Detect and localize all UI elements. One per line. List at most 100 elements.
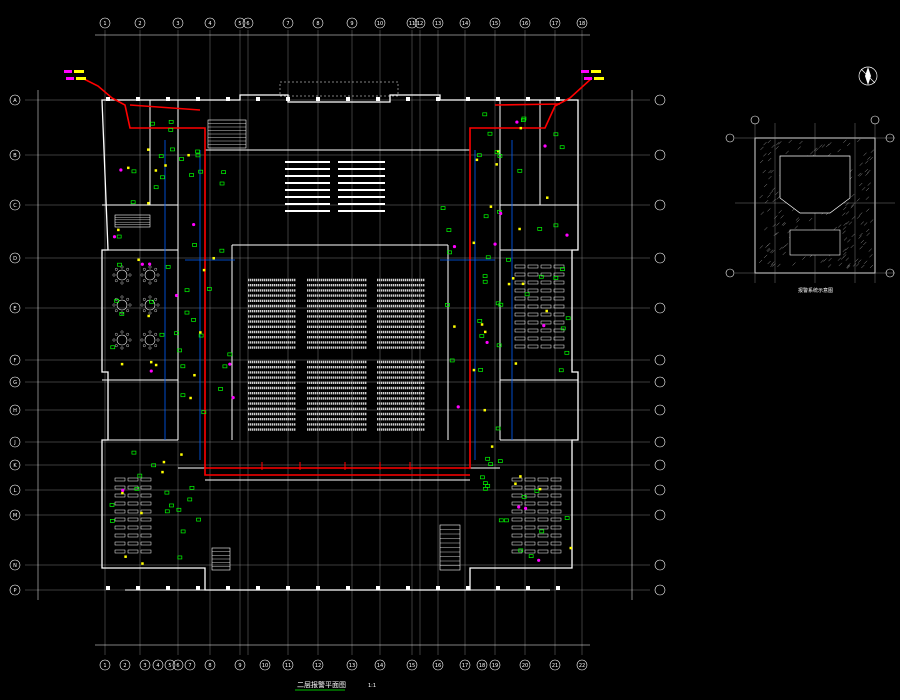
column — [166, 97, 170, 101]
grid-bubble-bottom — [432, 659, 444, 671]
classroom-furniture — [112, 264, 565, 554]
inset-hatch — [797, 146, 801, 150]
inset-hatch — [843, 251, 847, 256]
chair — [142, 279, 146, 283]
inset-hatch — [866, 208, 870, 212]
grid-bubble-bottom-label: 14 — [377, 663, 383, 669]
manual-call-point-icon — [493, 242, 497, 246]
desk-east-lab — [511, 477, 523, 482]
smoke-detector-icon — [440, 206, 446, 210]
desk-east-classroom — [514, 288, 526, 293]
inset-hatch — [851, 203, 855, 207]
grid-bubble-left-label: D — [13, 256, 17, 262]
manual-call-point-icon — [543, 144, 547, 148]
smoke-detector-icon — [517, 168, 523, 173]
desk-east-lab — [537, 533, 549, 538]
alarm-tag-marker — [147, 201, 150, 205]
grid-bubble-bottom — [204, 659, 216, 671]
grid-bubble-right — [654, 459, 666, 471]
grid-bubble-right — [654, 484, 666, 496]
smoke-detector-icon — [487, 131, 493, 136]
smoke-detector-icon — [184, 288, 190, 293]
inset-hatch — [771, 261, 775, 265]
inset-hatch — [772, 198, 776, 203]
smoke-detector-icon — [168, 128, 174, 132]
grid-bubble-bottom — [374, 659, 386, 671]
desk-west-lab — [127, 477, 139, 482]
column — [406, 97, 410, 101]
alarm-tag-marker — [193, 373, 196, 377]
fire-pipe-run — [129, 104, 201, 111]
desk-east-lab — [550, 549, 562, 554]
inset-hatch — [847, 263, 851, 267]
desk-east-lab — [537, 501, 549, 506]
chair — [120, 295, 124, 299]
grid-bubble-left — [9, 149, 21, 161]
alarm-tag-marker — [127, 166, 130, 170]
grid-bubble-top — [519, 17, 531, 29]
desk-east-lab — [550, 525, 562, 530]
desk-east-lab — [511, 509, 523, 514]
smoke-detector-icon — [159, 332, 165, 337]
desk-east-classroom — [527, 304, 539, 309]
column — [346, 586, 350, 590]
smoke-detector-icon — [151, 463, 156, 468]
smoke-detector-icon — [482, 279, 488, 284]
grid-bubble-bottom — [139, 659, 151, 671]
smoke-detector-icon — [564, 516, 570, 520]
alarm-tag-marker — [538, 487, 542, 491]
smoke-detector-icon — [116, 234, 122, 239]
chair — [140, 338, 144, 342]
inset-hatch — [857, 138, 861, 143]
alarm-tag-marker — [507, 282, 511, 286]
grid-bubble-bottom — [489, 659, 501, 671]
grid-bubble-left-label: F — [14, 358, 17, 364]
smoke-detector-icon — [189, 485, 195, 490]
smoke-detector-icon — [221, 170, 226, 175]
smoke-detector-icon — [553, 223, 559, 228]
smoke-detector-icon — [488, 462, 494, 467]
grid-bubble-top-label: 13 — [435, 21, 441, 27]
chair — [126, 309, 130, 313]
inset-hatch — [847, 239, 851, 243]
inset-hatch — [760, 211, 764, 215]
inset-hatch — [866, 228, 870, 233]
desk-east-lab — [550, 533, 562, 538]
grid-bubble-top — [489, 17, 501, 29]
desk-east-classroom — [527, 336, 539, 341]
smoke-detector-icon — [482, 274, 488, 278]
inset-hatch — [763, 153, 767, 157]
smoke-detector-icon — [131, 450, 137, 455]
column — [466, 586, 470, 590]
smoke-detector-icon — [446, 228, 452, 232]
desk-east-lab — [537, 541, 549, 546]
desk-west-lab — [114, 525, 126, 530]
inset-grid-bubble — [885, 268, 895, 278]
smoke-detector-icon — [565, 316, 571, 321]
inset-hatch — [767, 208, 771, 212]
desk-east-lab — [524, 485, 536, 490]
desk-east-lab — [537, 485, 549, 490]
inset-hatch — [855, 258, 859, 262]
alarm-tag-marker — [149, 360, 153, 364]
desk-east-classroom — [540, 288, 552, 293]
column — [526, 97, 530, 101]
smoke-detector-icon — [445, 303, 450, 307]
grid-bubble-bottom — [312, 659, 324, 671]
grid-bubble-right — [654, 376, 666, 388]
inset-hatch — [828, 257, 832, 262]
smoke-detector-icon — [219, 181, 225, 186]
alarm-tag-marker — [569, 546, 573, 550]
grid-bubble-left-label: M — [13, 513, 17, 519]
inset-hatch — [846, 264, 850, 269]
grid-bubble-left — [9, 484, 21, 496]
smoke-detector-icon — [485, 484, 491, 488]
desk-east-lab — [524, 477, 536, 482]
inset-hatch — [778, 210, 782, 214]
chair — [126, 344, 130, 348]
column — [466, 97, 470, 101]
alarm-tag-marker — [472, 368, 476, 372]
grid-bubble-top — [282, 17, 294, 29]
